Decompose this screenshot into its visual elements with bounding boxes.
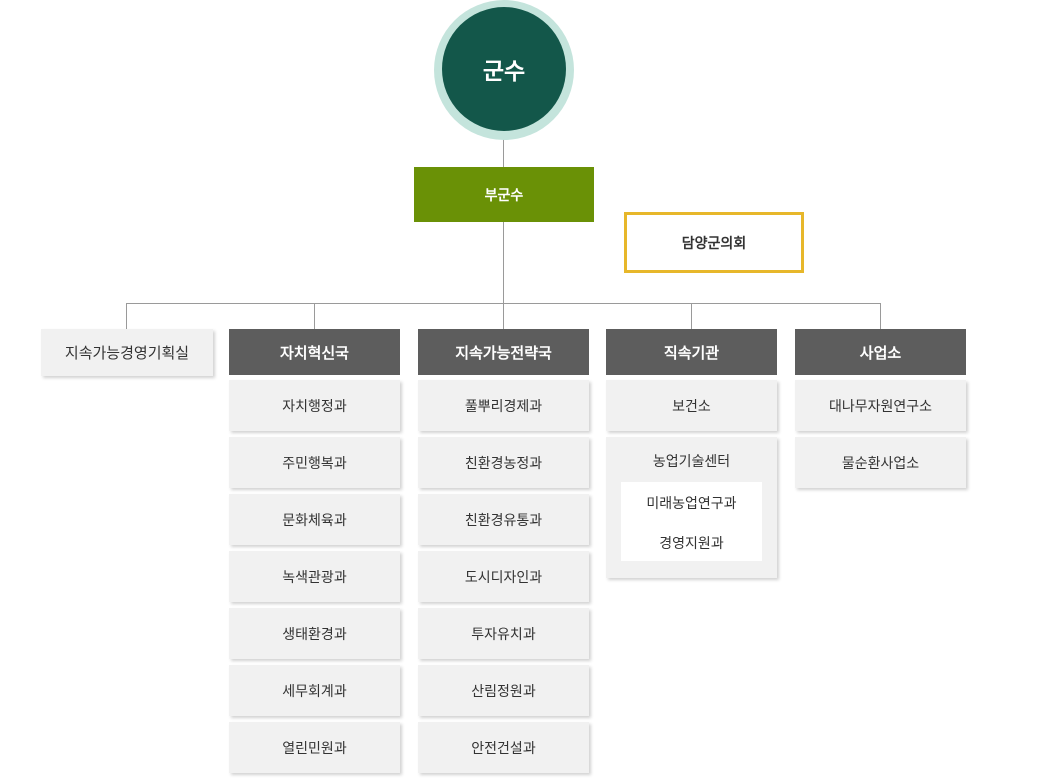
connector-drop-col3 <box>691 303 692 329</box>
division-box[interactable]: 도시디자인과 <box>418 551 589 602</box>
connector-horizontal-bus <box>126 303 881 304</box>
division-box[interactable]: 세무회계과 <box>229 665 400 716</box>
division-box[interactable]: 생태환경과 <box>229 608 400 659</box>
division-box[interactable]: 풀뿌리경제과 <box>418 380 589 431</box>
connector-vice-bus <box>503 222 504 329</box>
division-box[interactable]: 열린민원과 <box>229 722 400 773</box>
division-box[interactable]: 녹색관광과 <box>229 551 400 602</box>
agri-sub-panel: 미래농업연구과 경영지원과 <box>621 482 762 561</box>
agri-tech-center-box[interactable]: 농업기술센터 미래농업연구과 경영지원과 <box>606 437 777 578</box>
vice-governor-node[interactable]: 부군수 <box>414 167 594 222</box>
division-box[interactable]: 대나무자원연구소 <box>795 380 966 431</box>
division-box[interactable]: 물순환사업소 <box>795 437 966 488</box>
division-box[interactable]: 문화체육과 <box>229 494 400 545</box>
dept-header-direct-agencies[interactable]: 직속기관 <box>606 329 777 375</box>
division-box[interactable]: 투자유치과 <box>418 608 589 659</box>
connector-top-vice <box>503 138 504 167</box>
dept-header-autonomy[interactable]: 자치혁신국 <box>229 329 400 375</box>
division-box[interactable]: 주민행복과 <box>229 437 400 488</box>
agri-tech-center-label: 농업기술센터 <box>652 454 731 470</box>
planning-office-node[interactable]: 지속가능경영기획실 <box>41 329 213 376</box>
division-box[interactable]: 친환경유통과 <box>418 494 589 545</box>
connector-drop-planning <box>126 303 127 329</box>
sub-division-item[interactable]: 미래농업연구과 <box>646 496 737 512</box>
dept-header-strategy[interactable]: 지속가능전략국 <box>418 329 589 375</box>
governor-node[interactable]: 군수 <box>442 7 566 131</box>
division-box[interactable]: 친환경농정과 <box>418 437 589 488</box>
connector-drop-col4 <box>880 303 881 329</box>
division-box[interactable]: 안전건설과 <box>418 722 589 773</box>
connector-drop-col1 <box>314 303 315 329</box>
dept-header-business-offices[interactable]: 사업소 <box>795 329 966 375</box>
division-box[interactable]: 보건소 <box>606 380 777 431</box>
division-box[interactable]: 자치행정과 <box>229 380 400 431</box>
sub-division-item[interactable]: 경영지원과 <box>659 536 724 552</box>
division-box[interactable]: 산림정원과 <box>418 665 589 716</box>
council-node[interactable]: 담양군의회 <box>624 212 804 273</box>
